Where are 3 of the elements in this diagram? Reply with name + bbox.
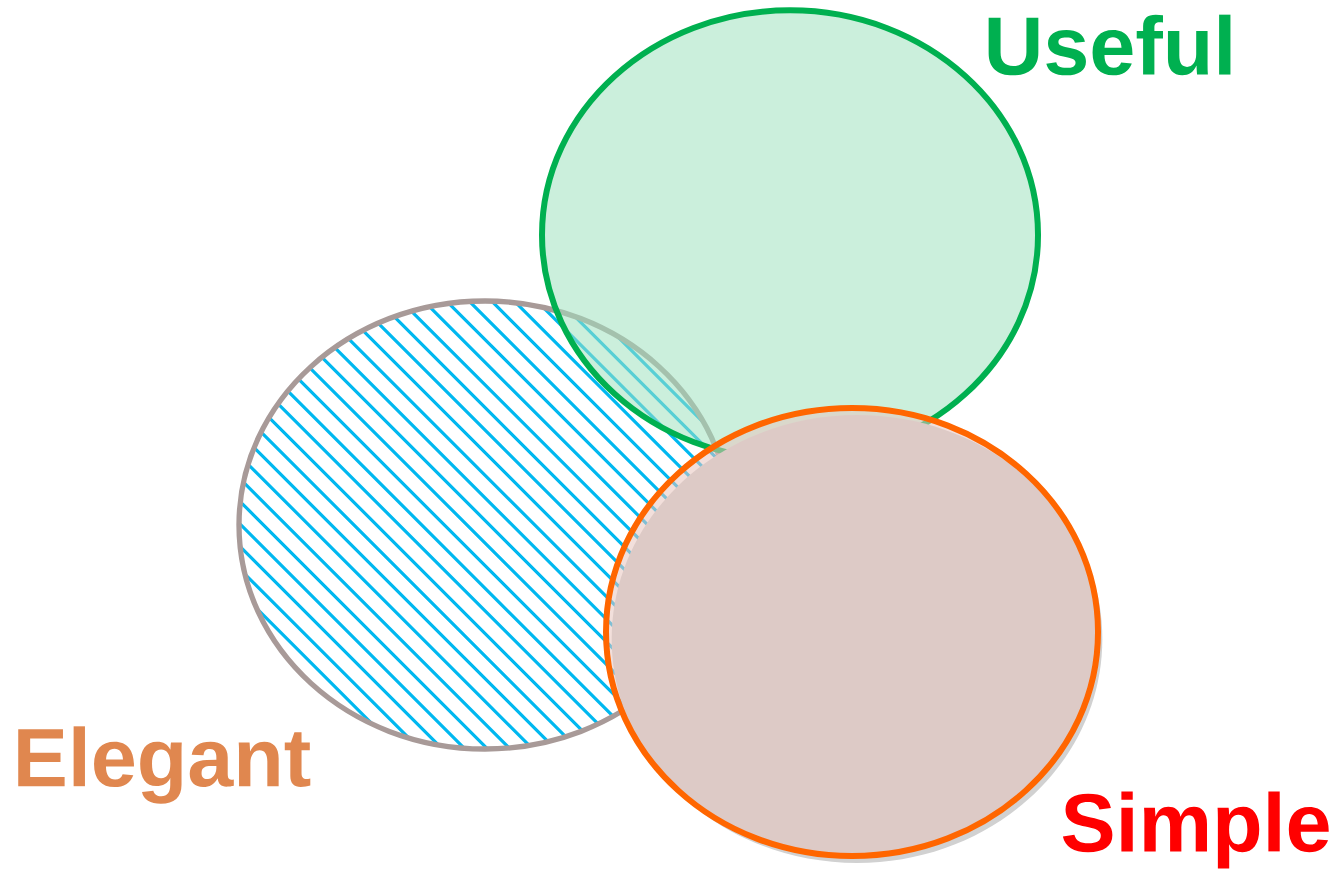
- set-label: Useful: [988, 14, 1231, 76]
- set-label: Elegant: [18, 726, 311, 804]
- set-label: Simple: [1062, 791, 1329, 869]
